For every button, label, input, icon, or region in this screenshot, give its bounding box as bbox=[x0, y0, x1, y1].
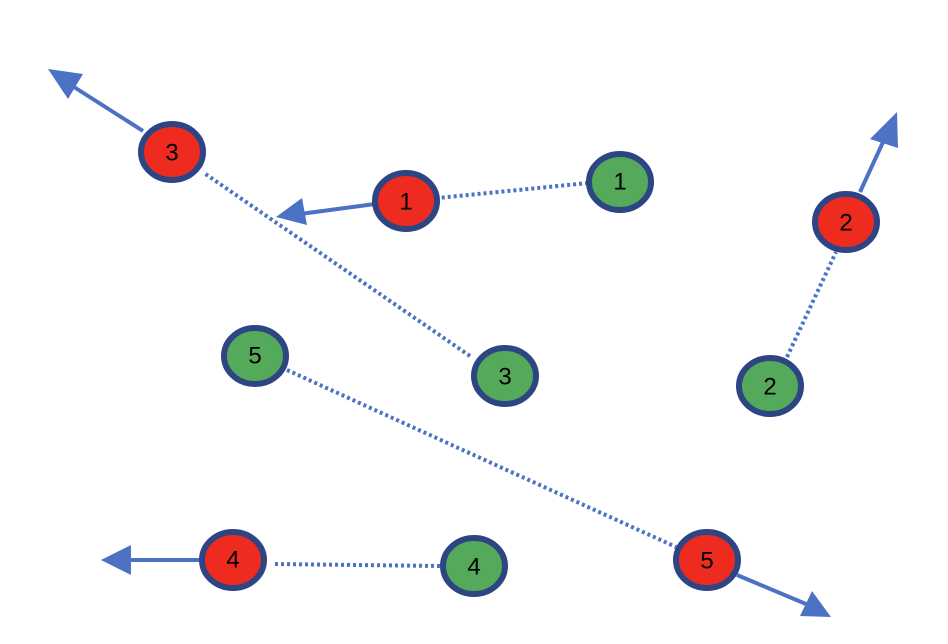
green-node-4: 4 bbox=[440, 535, 508, 597]
arrow-1-line bbox=[299, 202, 376, 216]
arrowhead-2 bbox=[870, 112, 898, 148]
green-node-5-label: 5 bbox=[248, 343, 261, 370]
red-node-3-label: 3 bbox=[165, 140, 178, 167]
arrowhead-5 bbox=[800, 591, 831, 617]
link-5 bbox=[286, 368, 677, 549]
red-node-3: 3 bbox=[138, 121, 206, 183]
link-4 bbox=[271, 562, 441, 568]
arrow-2-line bbox=[858, 139, 886, 193]
green-node-4-label: 4 bbox=[467, 554, 480, 581]
green-node-1: 1 bbox=[586, 151, 654, 213]
link-2 bbox=[785, 251, 838, 358]
red-node-5-label: 5 bbox=[700, 548, 713, 575]
green-node-2-label: 2 bbox=[763, 374, 776, 401]
green-node-3: 3 bbox=[471, 345, 539, 407]
green-node-5: 5 bbox=[221, 325, 289, 387]
green-node-3-label: 3 bbox=[498, 364, 511, 391]
red-node-1-label: 1 bbox=[399, 189, 412, 216]
red-node-5: 5 bbox=[673, 529, 741, 591]
red-node-2: 2 bbox=[812, 191, 880, 253]
green-node-2: 2 bbox=[736, 355, 804, 417]
link-1 bbox=[437, 181, 589, 200]
arrowhead-4 bbox=[101, 545, 131, 575]
arrowhead-1 bbox=[276, 198, 307, 225]
red-node-4: 4 bbox=[199, 529, 267, 591]
arrowhead-3 bbox=[48, 69, 83, 99]
green-node-1-label: 1 bbox=[613, 169, 626, 196]
red-node-1: 1 bbox=[372, 170, 440, 232]
red-node-2-label: 2 bbox=[839, 210, 852, 237]
arrow-3-line bbox=[72, 85, 145, 133]
arrow-5-line bbox=[736, 573, 807, 606]
red-node-4-label: 4 bbox=[226, 547, 239, 574]
